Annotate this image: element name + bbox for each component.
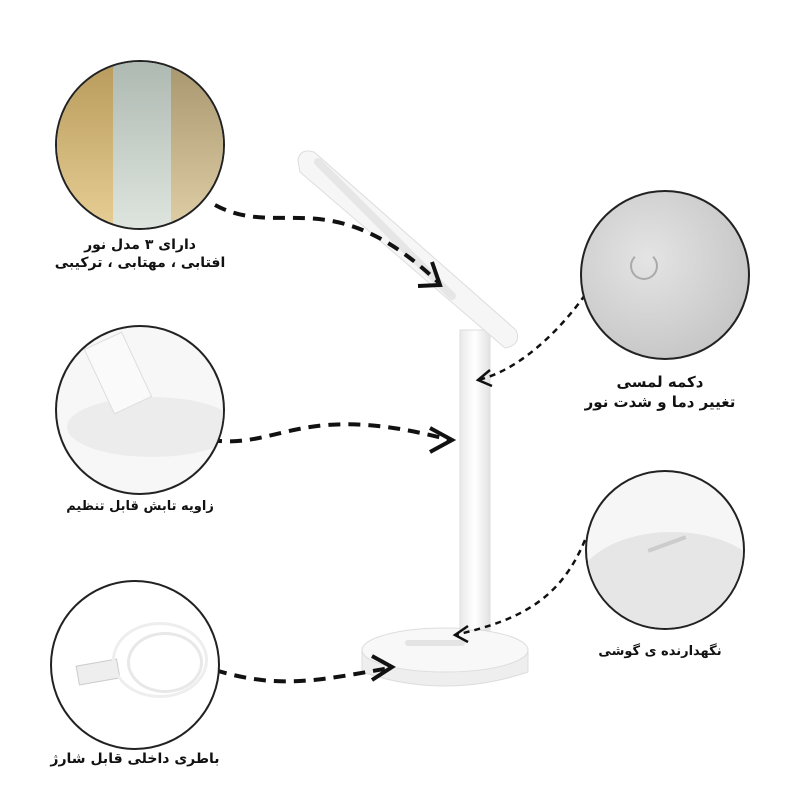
touch-button-subtitle: تغییر دما و شدت نور [584, 393, 736, 411]
arrow-heads [370, 261, 493, 682]
phone-holder-photo [585, 470, 745, 630]
pointer-arrows [209, 203, 587, 684]
light-modes-title: دارای ۳ مدل نور [84, 237, 196, 253]
touch-button-photo [580, 190, 750, 360]
light-modes-subtitle: افتابی ، مهتابی ، ترکیبی [54, 255, 226, 271]
light-modes-label: دارای ۳ مدل نور افتابی ، مهتابی ، ترکیبی [30, 236, 250, 272]
battery-label: باطری داخلی قابل شارژ [50, 751, 220, 767]
lamp-head [297, 150, 519, 349]
touch-button-label: دکمه لمسی تغییر دما و شدت نور [560, 372, 760, 412]
arrow-touch-button [477, 294, 587, 382]
angle-label: زاویه تابش قابل تنظیم [66, 499, 214, 514]
lamp-base [361, 627, 529, 687]
power-icon [630, 252, 658, 280]
light-modes-photo [55, 60, 225, 230]
lamp-pole [459, 329, 491, 631]
charging-cable-photo [50, 580, 220, 750]
arrow-battery [214, 666, 391, 684]
phone-holder-label: نگهدارنده ی گوشی [598, 644, 722, 659]
arrow-phone-holder [454, 539, 587, 637]
arrow-light-modes [214, 203, 440, 284]
arrow-angle [209, 422, 451, 444]
touch-button-title: دکمه لمسی [616, 373, 704, 391]
adjustable-angle-photo [55, 325, 225, 495]
